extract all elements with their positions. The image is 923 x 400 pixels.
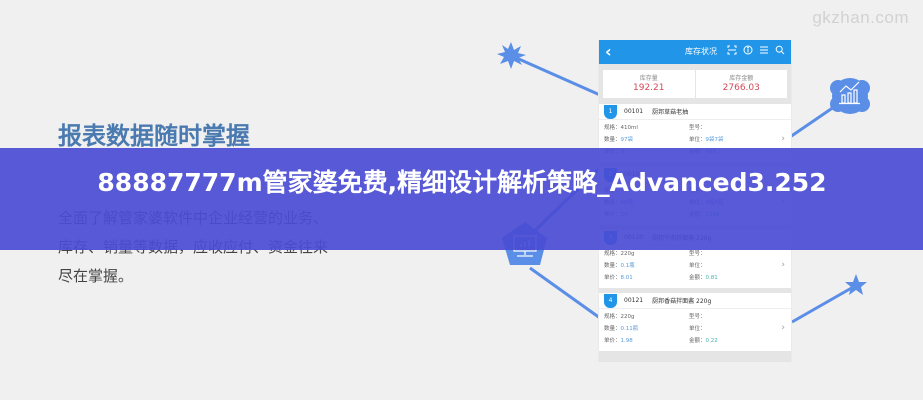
amount-value: 0.22	[705, 338, 718, 344]
amount-label: 金额：	[689, 338, 706, 344]
item-details: 规格：220g 型号： 数量：0.11瓶 单位： 单价：1.98 金额：0.22	[604, 312, 779, 347]
amount-value: 0.81	[705, 275, 718, 281]
qty-label: 数量：	[604, 326, 621, 332]
scan-icon[interactable]	[726, 44, 737, 55]
summary-amount: 库存金额 2766.03	[694, 70, 788, 98]
qty-label: 数量：	[604, 137, 621, 143]
spec-label: 规格：	[604, 251, 621, 257]
summary-value: 2766.03	[722, 83, 760, 93]
title-banner	[0, 148, 923, 250]
chevron-right-icon[interactable]: ›	[781, 260, 785, 270]
item-index-badge: 4	[604, 293, 617, 308]
amount-label: 金额：	[689, 275, 706, 281]
summary-label: 库存金额	[729, 75, 754, 82]
price-label: 单价：	[604, 338, 621, 344]
info-icon[interactable]	[742, 44, 753, 55]
price-value: 1.98	[620, 338, 633, 344]
chevron-right-icon[interactable]: ›	[781, 323, 785, 333]
summary-quantity: 库存量 192.21	[603, 70, 695, 98]
unit-label: 单位：	[689, 326, 706, 332]
chart-badge-icon	[830, 78, 870, 114]
watermark: gkzhan.com	[812, 8, 909, 27]
qty-label: 数量：	[604, 263, 621, 269]
summary-value: 192.21	[633, 83, 665, 93]
chevron-right-icon[interactable]: ›	[781, 134, 785, 144]
item-details: 规格：220g 型号： 数量：0.1瓶 单位： 单价：8.01 金额：0.81	[604, 249, 779, 284]
item-name: 厨邦香菇拌面酱 220g	[652, 298, 712, 305]
inventory-summary: 库存量 192.21 库存金额 2766.03	[603, 70, 787, 98]
model-label: 型号：	[689, 125, 706, 131]
spec-label: 规格：	[604, 125, 621, 131]
app-header: ‹ 库存状况	[599, 40, 791, 64]
banner-title: 88887777m管家婆免费,精细设计解析策略_Advanced3.252	[97, 168, 827, 197]
spec-value: 410ml	[620, 125, 638, 131]
item-code: 00121	[624, 297, 644, 304]
unit-value: 9袋7袋	[705, 137, 724, 143]
spec-value: 220g	[620, 251, 635, 257]
header-actions	[726, 44, 785, 55]
model-label: 型号：	[689, 314, 706, 320]
qty-value: 0.11瓶	[620, 326, 639, 332]
item-code: 00101	[624, 108, 644, 115]
promo-description-line: 尽在掌握。	[58, 267, 134, 285]
inventory-item[interactable]: 4 00121 厨邦香菇拌面酱 220g 规格：220g 型号： 数量：0.11…	[599, 293, 791, 351]
spec-value: 220g	[620, 314, 635, 320]
item-header: 1 00101 厨邦草菇老抽	[599, 104, 791, 120]
unit-label: 单位：	[689, 137, 706, 143]
starburst-icon	[497, 42, 526, 69]
chevron-left-icon[interactable]: ‹	[605, 42, 612, 61]
list-icon[interactable]	[758, 44, 769, 55]
summary-label: 库存量	[639, 75, 658, 82]
qty-value: 97袋	[620, 137, 634, 143]
price-value: 8.01	[620, 275, 633, 281]
item-name: 厨邦草菇老抽	[652, 109, 689, 116]
promo-heading: 报表数据随时掌握	[58, 122, 250, 150]
item-header: 4 00121 厨邦香菇拌面酱 220g	[599, 293, 791, 309]
unit-label: 单位：	[689, 263, 706, 269]
app-title: 库存状况	[685, 47, 717, 56]
star-icon	[845, 274, 867, 295]
item-index-badge: 1	[604, 104, 617, 119]
search-icon[interactable]	[774, 44, 785, 55]
spec-label: 规格：	[604, 314, 621, 320]
price-label: 单价：	[604, 275, 621, 281]
qty-value: 0.1瓶	[620, 263, 635, 269]
model-label: 型号：	[689, 251, 706, 257]
